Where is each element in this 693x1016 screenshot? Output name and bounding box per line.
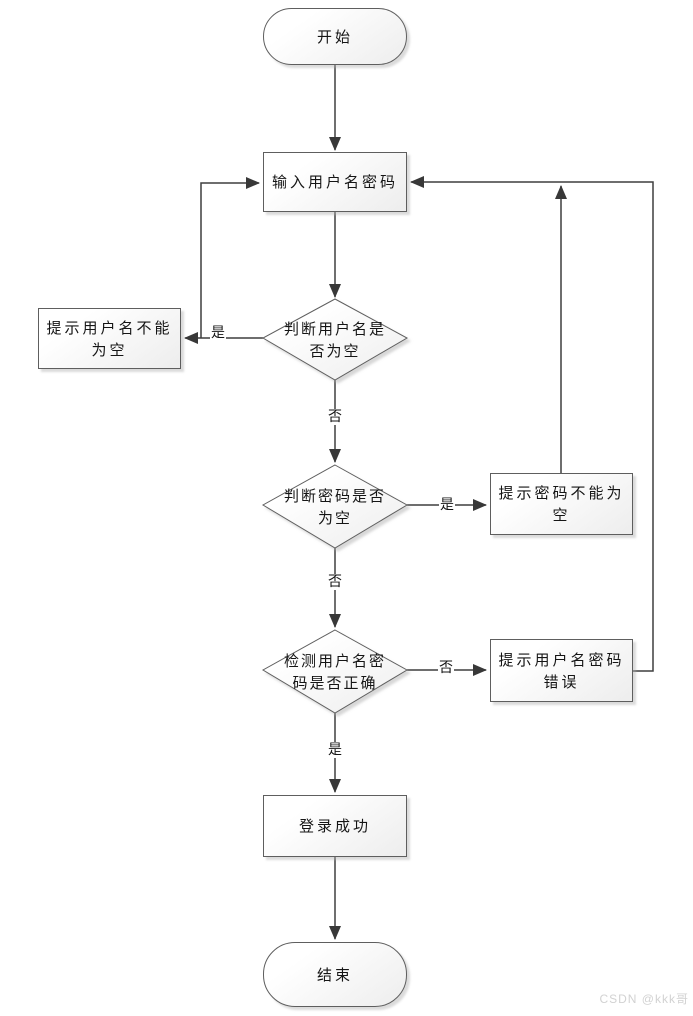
node-prompt-password-empty-label: 提示密码不能为 空 — [498, 484, 625, 524]
node-prompt-username-empty: 提示用户名不能 为空 — [38, 308, 181, 369]
edge-prompt-username-back-to-input — [200, 177, 260, 338]
node-check-username-empty-label: 判断用户名是 否为空 — [283, 319, 386, 360]
edge-label-username-empty-yes: 是 — [210, 325, 226, 341]
watermark-text: CSDN @kkk哥 — [599, 992, 689, 1006]
node-start: 开始 — [263, 8, 407, 65]
node-prompt-credentials-wrong: 提示用户名密码 错误 — [490, 639, 633, 702]
decision-check-username-empty-shape — [261, 298, 409, 381]
edge-label-credentials-correct-yes: 是 — [327, 742, 343, 758]
node-check-credentials-correct: 检测用户名密 码是否正确 — [263, 630, 407, 713]
decision-check-credentials-correct-shape — [261, 629, 409, 714]
node-login-success-label: 登录成功 — [298, 817, 371, 835]
node-prompt-username-empty-label: 提示用户名不能 为空 — [46, 318, 173, 359]
decision-check-password-empty-shape — [261, 464, 409, 549]
node-login-success: 登录成功 — [263, 795, 407, 857]
node-check-password-empty: 判断密码是否 为空 — [263, 465, 407, 548]
edge-label-credentials-wrong-no: 否 — [438, 660, 454, 676]
node-input-credentials: 输入用户名密码 — [263, 152, 407, 212]
edge-prompt-wrong-back-to-input — [410, 176, 654, 672]
node-input-credentials-label: 输入用户名密码 — [271, 173, 398, 191]
node-end: 结束 — [263, 942, 407, 1007]
edge-label-password-empty-yes: 是 — [439, 497, 455, 513]
node-check-username-empty: 判断用户名是 否为空 — [263, 299, 407, 380]
node-check-credentials-correct-label: 检测用户名密 码是否正确 — [283, 651, 386, 692]
node-end-label: 结束 — [316, 965, 353, 984]
edge-label-username-empty-no: 否 — [327, 409, 343, 425]
node-prompt-credentials-wrong-label: 提示用户名密码 错误 — [498, 650, 625, 691]
node-check-password-empty-label: 判断密码是否 为空 — [283, 486, 386, 527]
node-prompt-password-empty: 提示密码不能为 空 — [490, 473, 633, 535]
node-start-label: 开始 — [316, 27, 353, 46]
edge-label-password-empty-no: 否 — [327, 574, 343, 590]
